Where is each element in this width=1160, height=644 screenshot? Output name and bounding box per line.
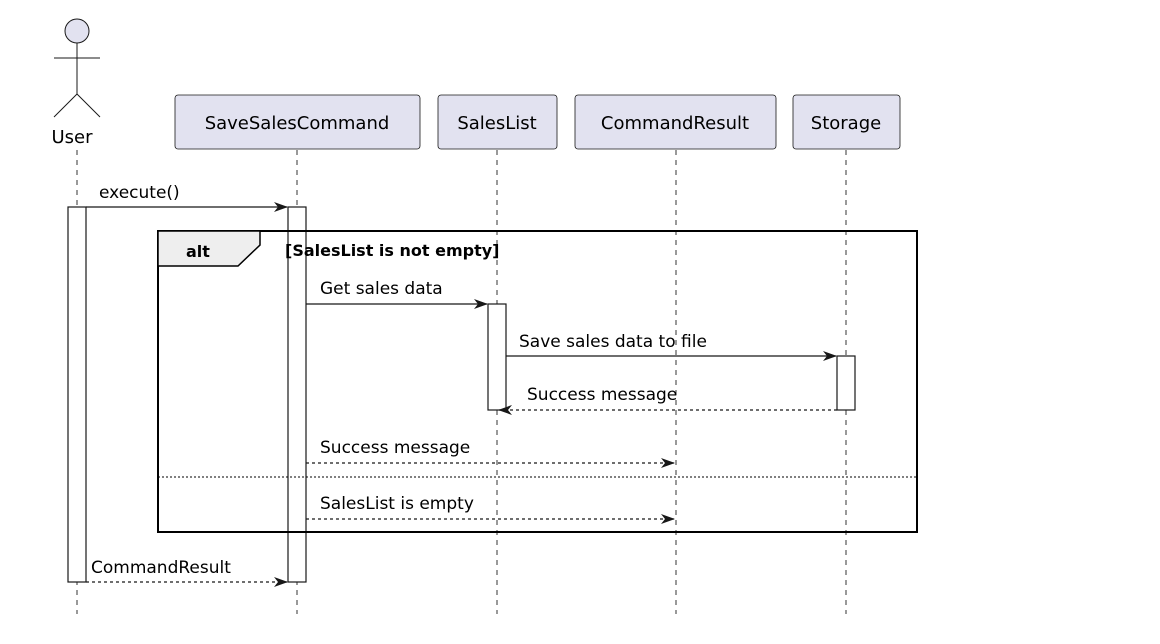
participant-label: SaveSalesCommand (205, 113, 390, 134)
participant-saleslist: SalesList (437, 94, 558, 150)
message-label: execute() (99, 183, 180, 203)
message-execute: execute() (86, 183, 288, 212)
alt-fragment: alt [SalesList is not empty] (157, 230, 918, 533)
message-label: SalesList is empty (320, 494, 474, 514)
activation-bar-savesalescommand (287, 206, 307, 583)
actor-label-user: User (51, 127, 93, 148)
message-get-sales-data: Get sales data (306, 279, 488, 309)
fragment-guard: [SalesList is not empty] (285, 241, 499, 260)
fragment-operator: alt (186, 242, 210, 261)
activation-bar-saleslist (487, 303, 507, 411)
message-label: CommandResult (91, 558, 231, 578)
activation-bar-storage (836, 355, 856, 411)
message-success-return-storage: Success message (498, 385, 837, 415)
message-saleslist-empty: SalesList is empty (306, 494, 675, 524)
message-label: Success message (320, 438, 470, 458)
message-label: Get sales data (320, 279, 443, 299)
message-commandresult-return: CommandResult (86, 558, 288, 587)
participant-label: CommandResult (601, 113, 749, 134)
participant-commandresult: CommandResult (574, 94, 777, 150)
participant-label: SalesList (457, 113, 536, 134)
user-actor-icon (53, 18, 101, 118)
message-label: Success message (527, 385, 677, 405)
message-label: Save sales data to file (519, 332, 707, 352)
message-success-commandresult: Success message (306, 438, 675, 468)
participant-savesalescommand: SaveSalesCommand (174, 94, 421, 150)
activation-bar-user (67, 206, 87, 583)
participant-storage: Storage (792, 94, 901, 150)
participant-label: Storage (811, 113, 881, 134)
message-save-sales-data: Save sales data to file (506, 332, 837, 361)
